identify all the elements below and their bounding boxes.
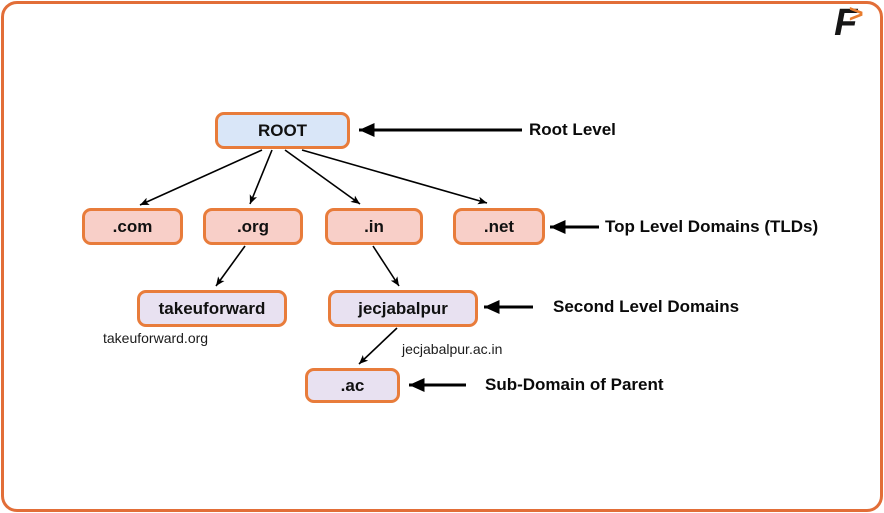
node-jecjabalpur: jecjabalpur <box>328 290 478 327</box>
node-ac-label: .ac <box>340 375 365 395</box>
brand-chevron-icon: > <box>848 0 863 28</box>
node-root: ROOT <box>215 112 350 149</box>
arrow-jecjabalpur-to-ac <box>358 327 398 365</box>
node-in-label: .in <box>364 216 384 236</box>
node-com: .com <box>82 208 183 245</box>
arrow-org-to-takeuforward <box>215 245 246 287</box>
arrow-root-to-com <box>139 149 263 206</box>
annotation-subdomain: Sub-Domain of Parent <box>485 375 664 394</box>
caption-jecjabalpur-url: jecjabalpur.ac.in <box>402 341 503 357</box>
arrow-root-to-net <box>301 149 488 205</box>
annotation-root-level: Root Level <box>529 120 616 139</box>
annotation-tld: Top Level Domains (TLDs) <box>605 217 819 236</box>
arrow-root-to-in <box>284 149 361 205</box>
annotation-second-level: Second Level Domains <box>553 297 740 316</box>
node-jecjabalpur-label: jecjabalpur <box>358 298 448 318</box>
node-root-label: ROOT <box>257 120 308 140</box>
caption-takeuforward-url: takeuforward.org <box>103 330 209 346</box>
node-in: .in <box>325 208 423 245</box>
node-ac: .ac <box>305 368 400 403</box>
node-net: .net <box>453 208 545 245</box>
node-com-label: .com <box>112 216 153 236</box>
arrow-in-to-jecjabalpur <box>372 245 400 287</box>
arrow-root-to-org <box>249 149 273 205</box>
node-takeuforward-label: takeuforward <box>158 298 266 318</box>
node-takeuforward: takeuforward <box>137 290 287 327</box>
node-org: .org <box>203 208 303 245</box>
node-net-label: .net <box>483 216 515 236</box>
brand-logo: F> <box>834 0 870 45</box>
brand-letter: F <box>834 2 857 44</box>
node-org-label: .org <box>236 216 270 236</box>
